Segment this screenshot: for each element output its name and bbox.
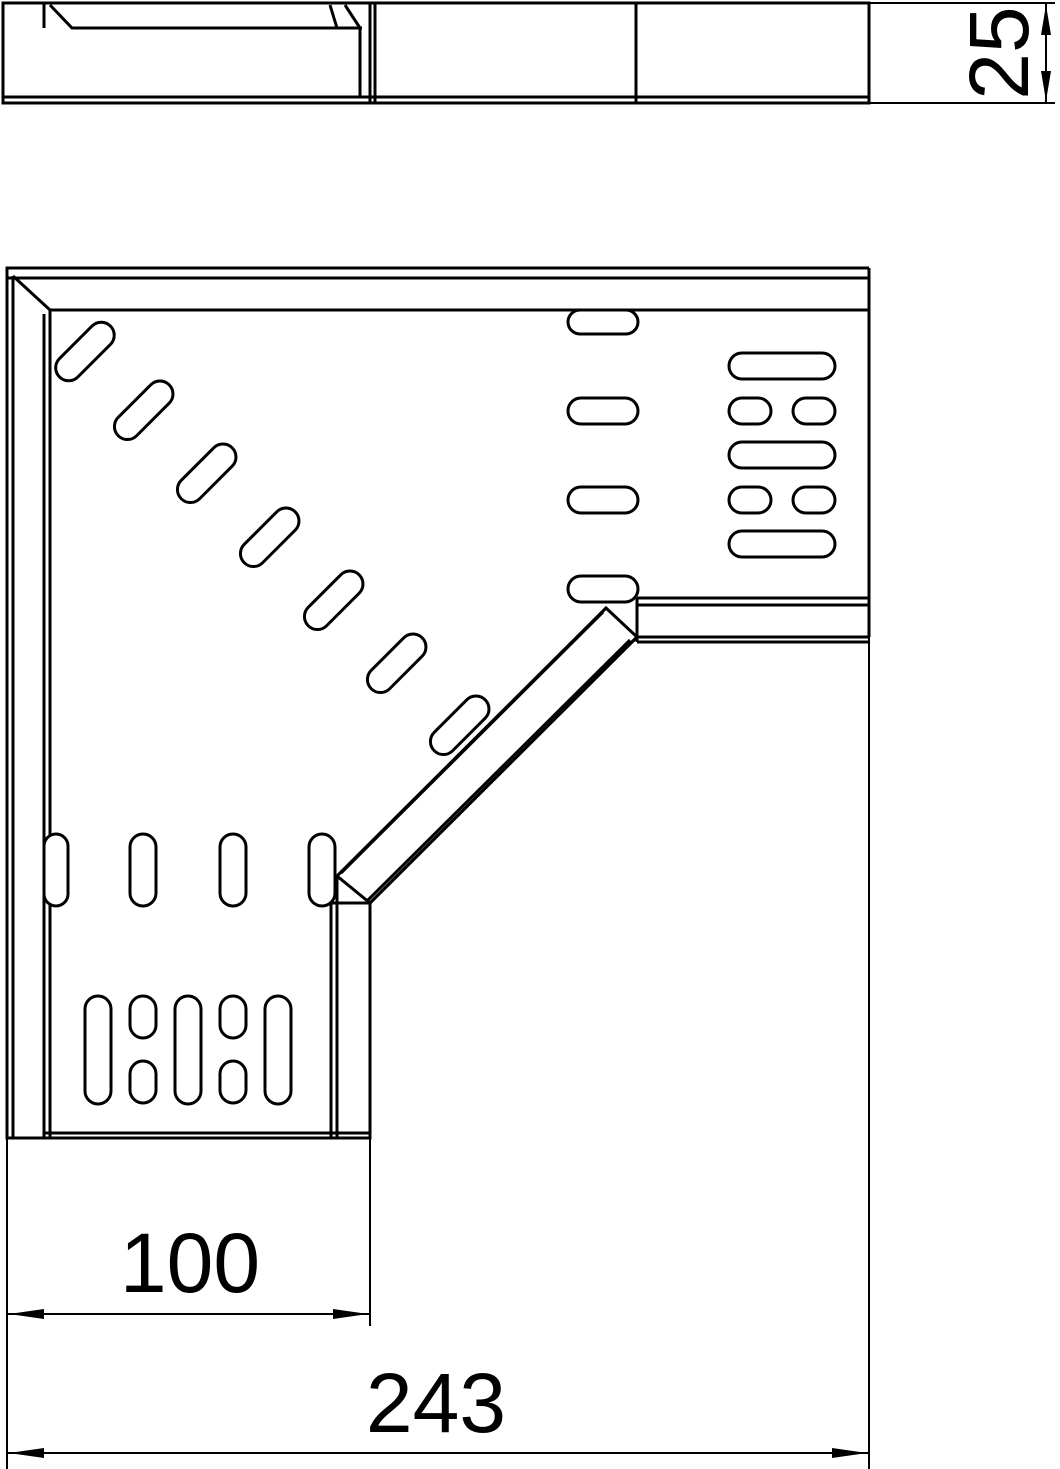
perforation-slot xyxy=(54,320,116,383)
diagonal-flange xyxy=(334,605,640,906)
side-view xyxy=(1,1,871,105)
arrowhead xyxy=(1041,5,1051,35)
perforation-slot xyxy=(566,308,640,336)
side-view-lip-inner xyxy=(48,3,362,30)
perforation-slot xyxy=(128,832,158,908)
perforation-slot xyxy=(727,485,773,515)
plan-view xyxy=(5,266,871,1140)
perforation-slot xyxy=(263,994,293,1106)
perforation-slot xyxy=(128,994,158,1040)
top-arm-slots xyxy=(566,308,837,604)
perforation-slot xyxy=(727,529,837,559)
perforation-slot xyxy=(218,1059,248,1105)
perforation-slot xyxy=(727,351,837,381)
arrowhead xyxy=(9,1309,44,1319)
arrowhead xyxy=(333,1309,368,1319)
outer-width-dimension-label: 243 xyxy=(366,1356,506,1450)
perforation-slot xyxy=(128,1059,158,1105)
diagonal-slots xyxy=(54,320,491,757)
top-flange-inner xyxy=(11,274,869,312)
perforation-slot xyxy=(218,832,248,908)
arrowhead xyxy=(1041,71,1051,101)
diagonal-flange-line-2 xyxy=(366,638,632,902)
perforation-slot xyxy=(238,506,301,569)
perforation-slot xyxy=(112,379,175,442)
perforation-slot xyxy=(791,396,837,426)
left-arm-slots xyxy=(42,832,337,1106)
inner-width-dimension-label: 100 xyxy=(120,1216,260,1310)
perforation-slot xyxy=(791,485,837,515)
diagonal-flange-line xyxy=(339,610,605,875)
height-dimension-label: 25 xyxy=(952,6,1046,99)
perforation-slot xyxy=(428,694,491,757)
perforation-slot xyxy=(173,994,203,1106)
perforation-slot xyxy=(302,569,365,632)
perforation-slot xyxy=(727,396,773,426)
perforation-slot xyxy=(83,994,113,1106)
perforation-slot xyxy=(42,832,70,908)
perforation-slot xyxy=(365,632,428,695)
perforation-slot xyxy=(566,396,640,426)
side-view-lip-edge xyxy=(343,4,362,97)
perforation-slot xyxy=(727,440,837,470)
perforation-slot xyxy=(175,442,238,505)
perforation-slot xyxy=(566,574,640,604)
perforation-slot xyxy=(218,994,248,1040)
side-view-lip-notch xyxy=(328,4,339,29)
side-view-outline xyxy=(1,1,871,105)
inner-width-dimension: 100 xyxy=(6,1138,371,1469)
height-dimension: 25 xyxy=(869,2,1055,104)
arrowhead xyxy=(9,1448,44,1458)
perforation-slot xyxy=(566,485,640,515)
arrowhead xyxy=(832,1448,867,1458)
outer-width-dimension: 243 xyxy=(7,637,870,1469)
perforation-slot xyxy=(307,832,337,908)
